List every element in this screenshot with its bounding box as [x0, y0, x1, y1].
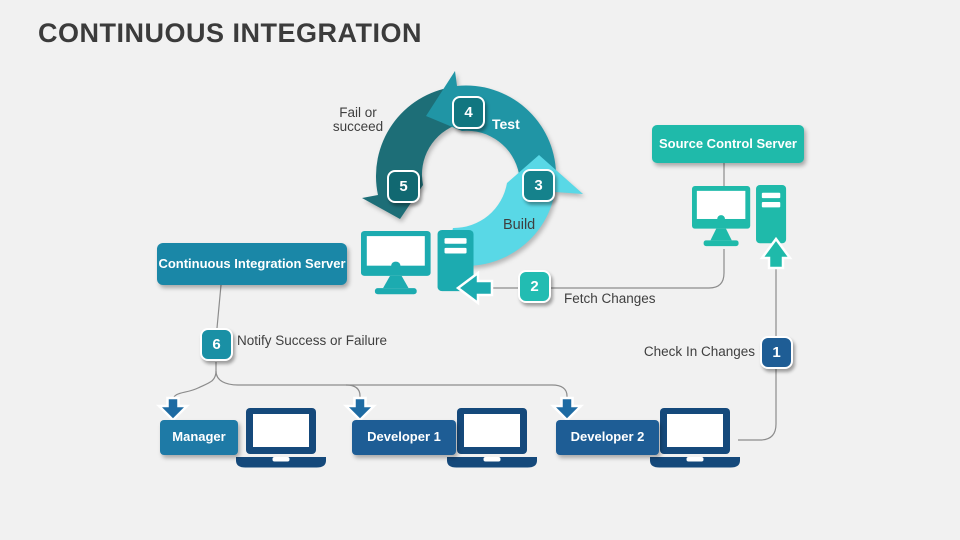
step-badge-3: 3: [522, 169, 555, 202]
step-badge-6: 6: [200, 328, 233, 361]
connector-ci-label-to-badge6: [216, 284, 222, 329]
ci-server-computer-icon: [361, 229, 474, 295]
step-badge-1: 1: [760, 336, 793, 369]
label-build: Build: [503, 217, 536, 233]
label-fail-or-succeed: Fail or succeed: [322, 105, 394, 135]
developer2-laptop-icon: [650, 408, 740, 468]
connector-notify-developer1: [345, 384, 361, 401]
node-ci-server: Continuous Integration Server: [157, 243, 347, 285]
fetch-left-arrow-icon: [455, 270, 494, 306]
label-notify-success-or-failure: Notify Success or Failure: [237, 333, 388, 348]
cycle-arrow-fail-succeed: [362, 87, 459, 219]
label-fail-line1: Fail or: [339, 105, 377, 120]
step-badge-2: 2: [518, 270, 551, 303]
manager-laptop-icon: [236, 408, 326, 468]
node-source-control-server: Source Control Server: [652, 125, 804, 163]
notify-developer1-down-arrow-icon: [344, 396, 376, 422]
node-developer2: Developer 2: [556, 420, 659, 455]
connector-scs-to-ci-fetch: [492, 249, 725, 289]
node-manager: Manager: [160, 420, 238, 455]
connector-lines: [172, 163, 777, 441]
label-fetch-changes: Fetch Changes: [564, 291, 656, 306]
source-control-computer-icon: [692, 185, 787, 247]
node-developer1: Developer 1: [352, 420, 456, 455]
step-badge-5: 5: [387, 170, 420, 203]
label-fail-line2: succeed: [332, 119, 384, 135]
label-test: Test: [492, 116, 520, 132]
notify-developer2-down-arrow-icon: [551, 396, 583, 422]
label-check-in-changes: Check In Changes: [643, 344, 755, 359]
developer1-laptop-icon: [447, 408, 537, 468]
step-badge-4: 4: [452, 96, 485, 129]
slide-title: CONTINUOUS INTEGRATION: [38, 18, 422, 48]
checkin-up-arrow-icon: [759, 236, 793, 270]
connector-notify-developer2: [215, 370, 568, 401]
connector-notify-manager: [172, 370, 217, 402]
connector-dev2-checkin: [738, 268, 777, 441]
notify-manager-down-arrow-icon: [157, 396, 189, 422]
